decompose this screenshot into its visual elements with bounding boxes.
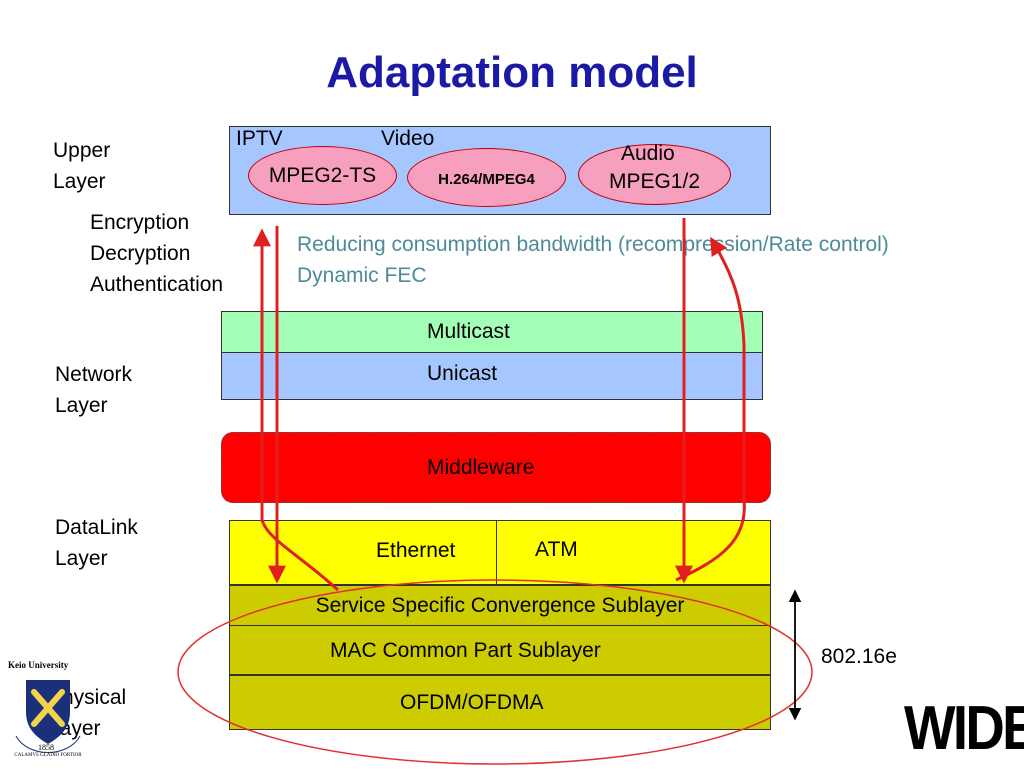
bandwidth-notes: Reducing consumption bandwidth (recompre…	[297, 229, 889, 291]
decryption-label: Decryption	[90, 242, 191, 265]
sscs-label: Service Specific Convergence Sublayer	[315, 594, 685, 617]
unicast-box	[221, 352, 763, 400]
authentication-label: Authentication	[90, 273, 224, 296]
standard-label: 802.16e	[821, 645, 897, 668]
atm-label: ATM	[535, 538, 578, 561]
datalink-layer-label: DataLink Layer	[55, 512, 138, 574]
mac-cps-label: MAC Common Part Sublayer	[330, 639, 601, 662]
network-layer-label-line1: Network	[55, 363, 133, 386]
security-functions: Encryption Decryption Authentication	[90, 207, 223, 300]
upper-layer-label-line1: Upper	[53, 139, 111, 162]
middleware-box	[221, 432, 771, 503]
encryption-label: Encryption	[90, 211, 190, 234]
audio-label: Audio	[621, 142, 675, 165]
keio-university-logo: Keio University 1858 CALAMVS GLADIO FORT…	[8, 660, 88, 765]
ieee-80216e-ellipse	[177, 579, 813, 765]
datalink-layer-label-line2: Layer	[55, 547, 108, 570]
codec-mpeg2-ts: MPEG2-TS	[248, 146, 397, 205]
keio-crest-icon	[15, 680, 81, 753]
upper-layer-label-line2: Layer	[53, 170, 106, 193]
codec-h264-mpeg4: H.264/MPEG4	[407, 148, 566, 207]
atm-box	[496, 520, 771, 585]
network-layer-label: Network Layer	[55, 359, 132, 421]
mac-cps-box	[229, 625, 771, 675]
codec-mpeg1-2: MPEG1/2	[578, 144, 731, 205]
keio-logo-text: Keio University	[8, 660, 69, 670]
upper-layer-label: Upper Layer	[53, 135, 110, 197]
ofdm-box	[229, 675, 771, 730]
multicast-box	[221, 311, 763, 353]
network-layer-label-line2: Layer	[55, 394, 108, 417]
ethernet-label: Ethernet	[376, 539, 456, 562]
keio-logo-motto: CALAMVS GLADIO FORTIOR	[14, 753, 82, 758]
wide-logo: WIDE	[904, 694, 1024, 763]
middleware-label: Middleware	[427, 456, 535, 479]
sscs-box	[229, 585, 771, 626]
arrow-right-up	[675, 236, 746, 582]
ofdm-label: OFDM/OFDMA	[400, 691, 544, 714]
datalink-layer-label-line1: DataLink	[55, 516, 138, 539]
multicast-label: Multicast	[427, 320, 510, 343]
arrow-left-up	[253, 228, 340, 592]
page-title: Adaptation model	[326, 48, 698, 97]
keio-logo-year: 1858	[38, 743, 54, 752]
video-label: Video	[381, 127, 435, 150]
iptv-label: IPTV	[236, 127, 283, 150]
note-dynamic-fec: Dynamic FEC	[297, 264, 427, 287]
unicast-label: Unicast	[427, 362, 498, 385]
note-bandwidth: Reducing consumption bandwidth (recompre…	[297, 233, 889, 256]
